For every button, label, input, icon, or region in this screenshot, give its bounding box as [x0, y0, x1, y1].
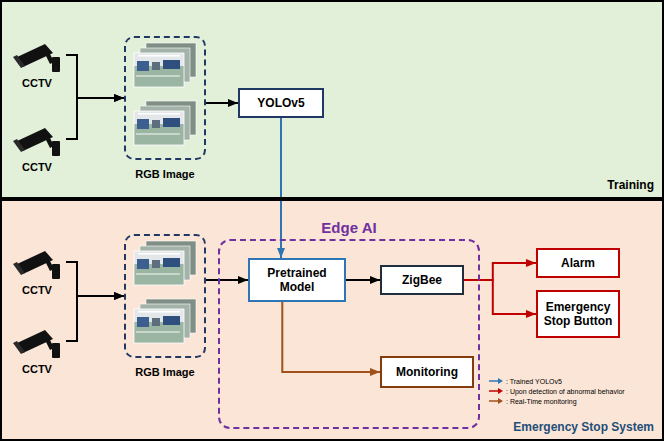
label-holder: RGB Image	[124, 362, 206, 380]
legend-row: : Upon detection of abnormal behavior	[488, 386, 625, 396]
cctv-camera-icon	[11, 243, 63, 281]
output-box: Emergency Stop Button	[536, 290, 620, 338]
image-group: RGB Image	[124, 234, 206, 382]
flow-arrow	[346, 279, 380, 281]
flow-arrow	[464, 263, 536, 280]
flow-arrow	[206, 279, 248, 281]
cctv-camera-icon	[11, 36, 63, 74]
process-box: YOLOv5	[238, 88, 324, 118]
flow-arrow	[66, 55, 124, 98]
legend-text: : Real-Time monitoring	[506, 397, 577, 406]
band-title: Emergency Stop System	[513, 420, 654, 434]
camera-label: CCTV	[8, 363, 66, 375]
cctv-camera: CCTV	[8, 322, 66, 382]
flow-arrow	[282, 302, 380, 372]
box-label: ZigBee	[402, 273, 442, 287]
model-box: Pretrained Model	[248, 258, 346, 302]
flow-arrow	[206, 102, 238, 104]
box-label: YOLOv5	[257, 96, 304, 110]
system-band: Emergency Stop System CCTV CCTV RGB Imag…	[0, 199, 664, 441]
flow-arrow	[280, 118, 282, 258]
box-label: Pretrained Model	[254, 266, 340, 294]
dashed-frame	[124, 234, 206, 358]
cctv-camera-icon	[11, 322, 63, 360]
flow-arrow	[464, 280, 536, 314]
rgb-image-stack	[128, 39, 202, 159]
group-label: RGB Image	[135, 366, 194, 378]
box-label: Emergency Stop Button	[542, 300, 614, 328]
band-title-holder: Training	[607, 175, 654, 193]
edge-ai-group: Edge AI Pretrained Model ZigBeeMonitoring	[218, 219, 480, 429]
group-label: RGB Image	[135, 168, 194, 180]
cctv-camera: CCTV	[8, 36, 66, 96]
legend-text: : Upon detection of abnormal behavior	[506, 387, 625, 396]
flow-arrow	[66, 262, 124, 296]
training-band: Training CCTV CCTV RGB Image YOLOv5	[0, 0, 664, 199]
image-group: RGB Image	[124, 36, 206, 184]
legend: : Trained YOLOv5: Upon detection of abno…	[488, 376, 625, 406]
group-heading: Edge AI	[321, 219, 376, 236]
label-holder: RGB Image	[124, 164, 206, 182]
legend-row: : Trained YOLOv5	[488, 376, 625, 386]
rgb-image-stack	[128, 237, 202, 357]
output-box: Alarm	[536, 248, 620, 278]
legend-row: : Real-Time monitoring	[488, 396, 625, 406]
process-box: ZigBee	[380, 265, 464, 295]
band-title: Training	[607, 178, 654, 192]
box-label: Alarm	[561, 256, 595, 270]
flow-arrow	[66, 296, 124, 341]
camera-label: CCTV	[8, 161, 66, 173]
dashed-frame	[124, 36, 206, 160]
legend-text: : Trained YOLOv5	[506, 377, 562, 386]
legend-arrow-sample	[488, 397, 504, 405]
cctv-camera: CCTV	[8, 243, 66, 303]
process-box: Monitoring	[380, 356, 474, 388]
camera-label: CCTV	[8, 77, 66, 89]
legend-arrow-sample	[488, 387, 504, 395]
band-title-holder: Emergency Stop System	[513, 417, 654, 435]
box-label: Monitoring	[396, 365, 458, 379]
legend-arrow-sample	[488, 377, 504, 385]
cctv-camera-icon	[11, 120, 63, 158]
cctv-camera: CCTV	[8, 120, 66, 180]
flow-arrow	[66, 98, 124, 139]
group-heading-holder: Edge AI	[218, 219, 480, 237]
camera-label: CCTV	[8, 284, 66, 296]
